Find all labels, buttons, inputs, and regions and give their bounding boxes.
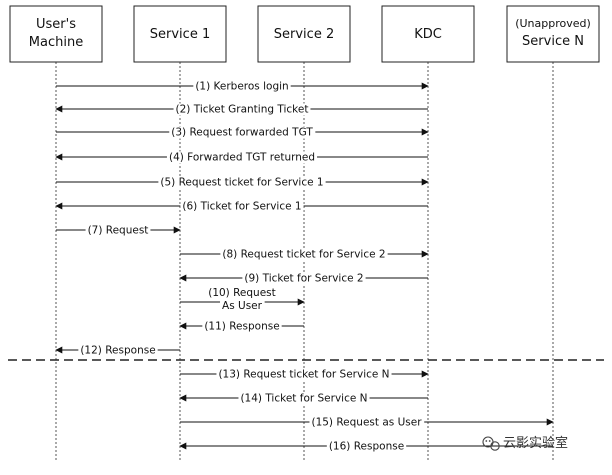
message-label-line2: As User	[222, 300, 263, 312]
actor-label: Service N	[522, 34, 584, 49]
message-label: (1) Kerberos login	[195, 81, 288, 93]
message-7: (7) Request	[56, 224, 181, 237]
message-12: (12) Response	[55, 344, 180, 357]
label-background	[202, 320, 282, 333]
actor-box	[9, 5, 103, 63]
actor-box	[506, 5, 600, 63]
message-14: (14) Ticket for Service N	[179, 392, 428, 405]
label-background	[158, 176, 326, 189]
label-background	[85, 224, 151, 237]
label-background	[169, 126, 316, 139]
message-9: (9) Ticket for Service 2	[179, 272, 428, 285]
label-background	[220, 248, 388, 261]
message-5: (5) Request ticket for Service 1	[56, 176, 429, 189]
actor-label: Service 1	[150, 27, 210, 42]
actor-box	[257, 5, 351, 63]
message-4: (4) Forwarded TGT returned	[55, 151, 428, 164]
label-background	[173, 103, 311, 116]
message-1: (1) Kerberos login	[56, 80, 429, 93]
label-background	[326, 440, 407, 453]
actor-kdc: KDC	[381, 5, 475, 63]
message-label: (2) Ticket Granting Ticket	[176, 104, 309, 116]
actor-label: Service 2	[274, 27, 334, 42]
message-6: (6) Ticket for Service 1	[55, 200, 428, 213]
message-11: (11) Response	[179, 320, 304, 333]
messages: (1) Kerberos login (2) Ticket Granting Ti…	[55, 80, 554, 453]
actor-box	[381, 5, 475, 63]
label-background	[220, 300, 265, 312]
message-label: (13) Request ticket for Service N	[218, 369, 389, 381]
message-2: (2) Ticket Granting Ticket	[55, 103, 428, 116]
message-label: (3) Request forwarded TGT	[171, 127, 313, 139]
label-background	[309, 416, 425, 429]
label-background	[193, 80, 291, 93]
message-label: (10) Request	[208, 287, 276, 299]
actor-label: Machine	[29, 35, 83, 50]
actor-box	[133, 5, 227, 63]
message-16: (16) Response	[179, 440, 553, 453]
actor-svc2: Service 2	[257, 5, 351, 63]
actor-svc1: Service 1	[133, 5, 227, 63]
message-label: (4) Forwarded TGT returned	[169, 152, 315, 164]
label-background	[242, 272, 366, 285]
message-label: (12) Response	[80, 345, 155, 357]
message-8: (8) Request ticket for Service 2	[180, 248, 429, 261]
message-13: (13) Request ticket for Service N	[180, 368, 429, 381]
message-15: (15) Request as User	[180, 416, 554, 429]
message-label: (16) Response	[329, 441, 404, 453]
message-label: (8) Request ticket for Service 2	[222, 249, 385, 261]
message-label: (7) Request	[88, 225, 149, 237]
watermark-text: 云影实验室	[503, 435, 568, 451]
label-background	[216, 368, 392, 381]
message-label: (14) Ticket for Service N	[240, 393, 367, 405]
actor-svcn: (Unapproved) Service N	[506, 5, 600, 63]
message-label: (9) Ticket for Service 2	[244, 273, 363, 285]
message-label: (6) Ticket for Service 1	[182, 201, 301, 213]
label-background	[206, 287, 278, 299]
actor-label: KDC	[414, 27, 442, 42]
wechat-icon	[482, 436, 500, 451]
label-background	[180, 200, 304, 213]
message-label: (5) Request ticket for Service 1	[160, 177, 323, 189]
message-3: (3) Request forwarded TGT	[56, 126, 429, 139]
label-background	[238, 392, 370, 405]
message-label: (15) Request as User	[311, 417, 422, 429]
message-label: (11) Response	[204, 321, 279, 333]
label-background	[78, 344, 158, 357]
actor-label: User's	[36, 17, 76, 32]
watermark: 云影实验室	[482, 435, 568, 451]
label-background	[166, 151, 318, 164]
actor-qualifier: (Unapproved)	[515, 17, 591, 30]
